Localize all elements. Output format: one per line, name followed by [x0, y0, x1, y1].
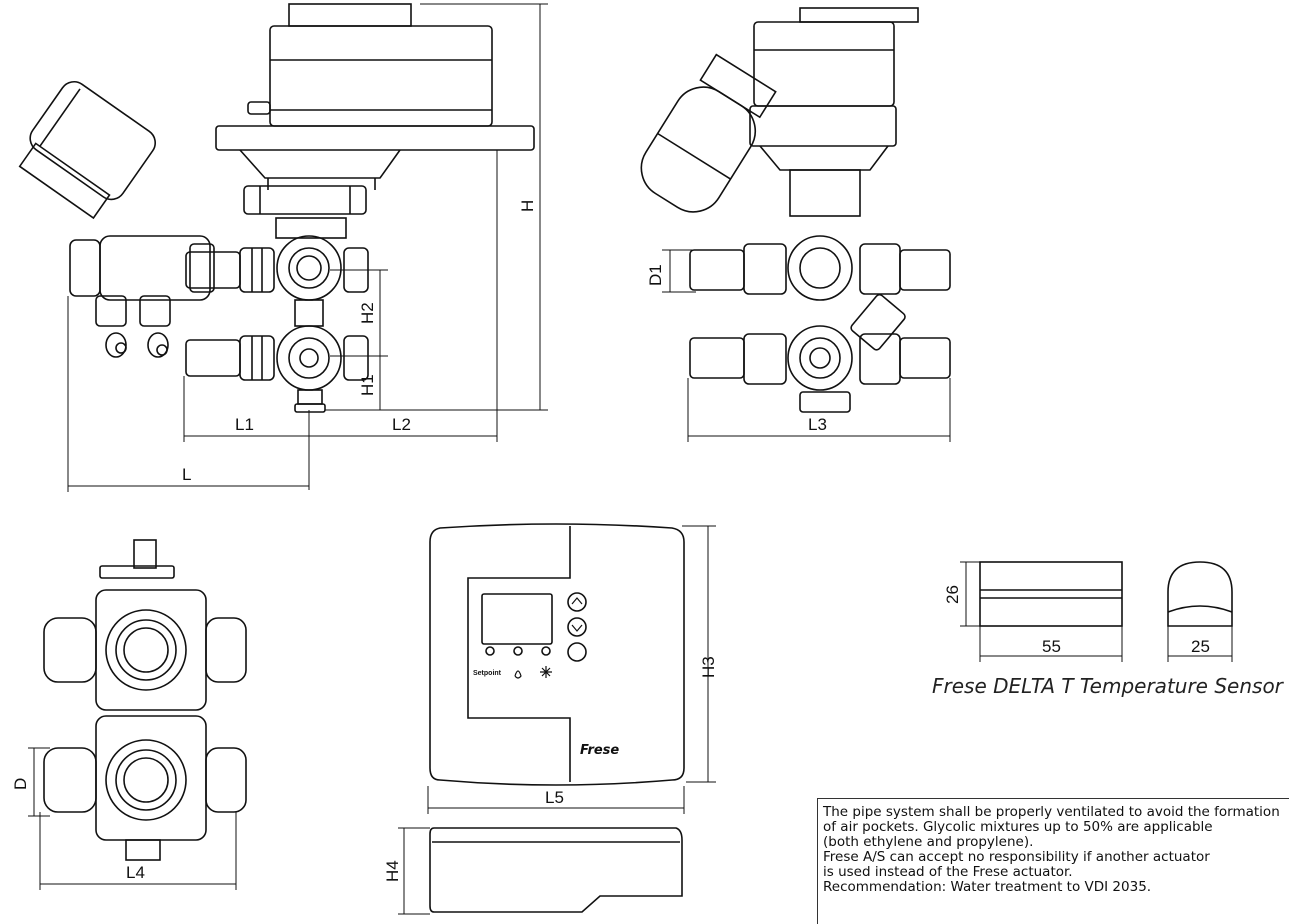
controller-front-view — [429, 523, 685, 913]
dim-h4: H4 — [383, 860, 402, 882]
dim-l2: L2 — [392, 415, 411, 434]
note-line: is used instead of the Frese actuator. — [823, 864, 1073, 880]
valve-side-view — [640, 7, 951, 413]
dimension-lines-controller — [398, 525, 716, 915]
brand-logo: Frese — [580, 743, 619, 758]
dim-d: D — [11, 778, 30, 790]
dim-h2: H2 — [358, 302, 377, 324]
note-line: (both ethylene and propylene). — [823, 834, 1034, 850]
dim-h: H — [518, 200, 537, 212]
sensor-diameter-label: 25 — [1191, 637, 1210, 656]
setpoint-label: Setpoint — [473, 670, 502, 677]
dim-l4: L4 — [126, 863, 145, 882]
dimension-lines-sensor — [960, 561, 1233, 662]
dim-d1: D1 — [646, 264, 665, 286]
valve-front-view — [18, 3, 535, 413]
temperature-sensor-drawing — [979, 561, 1233, 627]
valve-top-view — [43, 539, 247, 861]
installation-note-box: The pipe system shall be properly ventil… — [817, 798, 1289, 924]
dim-l: L — [182, 465, 191, 484]
note-line: Frese A/S can accept no responsibility i… — [823, 849, 1210, 865]
dimension-lines-side — [662, 249, 951, 442]
dim-l5: L5 — [545, 788, 564, 807]
sensor-length-label: 55 — [1042, 637, 1061, 656]
note-line: Recommendation: Water treatment to VDI 2… — [823, 879, 1152, 895]
sensor-caption: Frese DELTA T Temperature Sensor — [932, 674, 1283, 698]
dim-h3: H3 — [699, 656, 718, 678]
dimension-lines-top — [28, 747, 237, 890]
dim-l3: L3 — [808, 415, 827, 434]
note-line: of air pockets. Glycolic mixtures up to … — [823, 819, 1213, 835]
sensor-height-label: 26 — [943, 585, 962, 604]
dim-l1: L1 — [235, 415, 254, 434]
dimension-lines-front — [67, 3, 548, 492]
note-line: The pipe system shall be properly ventil… — [823, 804, 1280, 820]
dim-h1: H1 — [358, 374, 377, 396]
